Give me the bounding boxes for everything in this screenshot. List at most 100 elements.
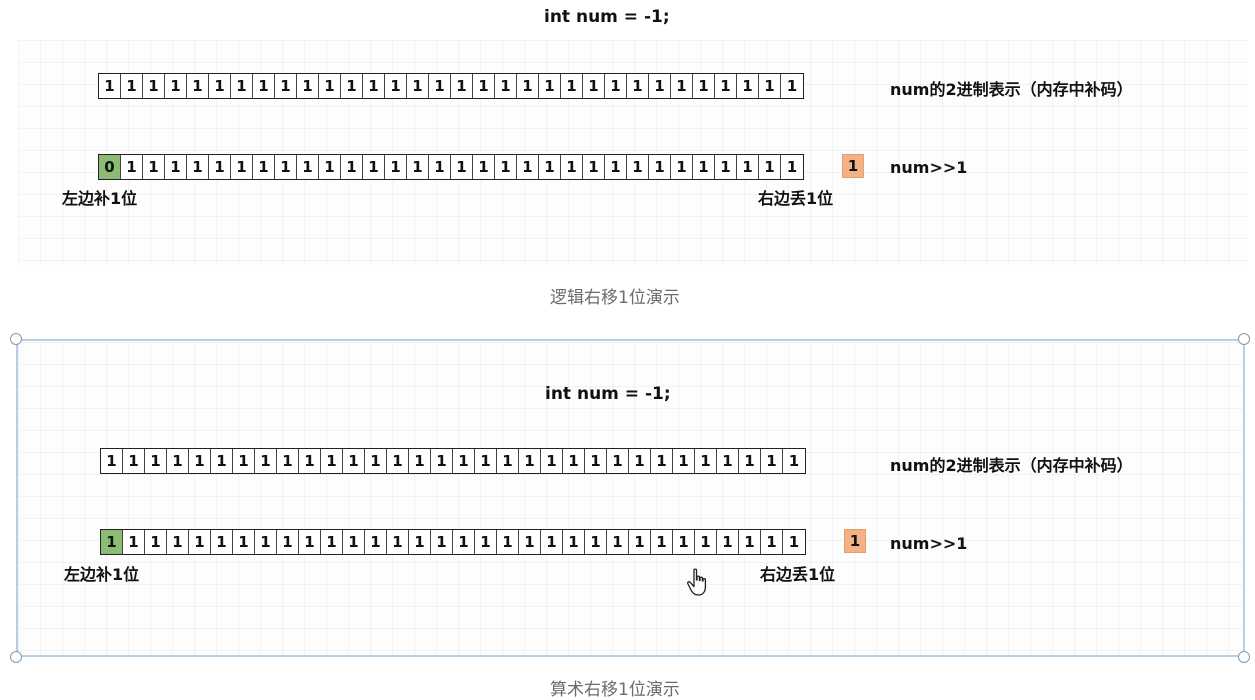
fill-bit-cell: 0	[99, 155, 121, 179]
bit-cell: 1	[231, 155, 253, 179]
bit-cell: 1	[385, 155, 407, 179]
bit-cell: 1	[786, 77, 798, 95]
bit-cell: 1	[429, 74, 451, 98]
bit-cell: 1	[737, 155, 759, 179]
bit-cell: 1	[451, 155, 473, 179]
logical-caption: 逻辑右移1位演示	[550, 288, 680, 308]
bit-cell: 1	[473, 74, 495, 98]
bit-cell: 1	[561, 74, 583, 98]
bit-cell: 1	[629, 530, 651, 554]
bit-cell: 1	[407, 74, 429, 98]
bit-cell: 1	[255, 449, 277, 473]
bit-cell: 1	[409, 530, 431, 554]
bit-cell: 1	[233, 449, 255, 473]
bit-cell: 1	[651, 530, 673, 554]
bit-cell: 1	[649, 74, 671, 98]
bit-cell: 1	[429, 155, 451, 179]
bit-cell: 1	[187, 74, 209, 98]
bit-cell: 1	[585, 530, 607, 554]
logical-right-drop-note: 右边丢1位	[758, 189, 834, 208]
bit-cell: 1	[673, 449, 695, 473]
bit-cell: 1	[431, 530, 453, 554]
bit-cell: 1	[211, 449, 233, 473]
bit-cell: 1	[583, 74, 605, 98]
selection-handle-bottom-right[interactable]	[1238, 651, 1250, 663]
bit-cell: 1	[539, 155, 561, 179]
bit-cell: 1	[693, 155, 715, 179]
bit-cell: 1	[233, 530, 255, 554]
bit-cell: 1	[519, 449, 541, 473]
bit-cell: 1	[451, 74, 473, 98]
bit-cell: 1	[253, 74, 275, 98]
bit-cell: 1	[341, 74, 363, 98]
bit-cell: 1	[517, 74, 539, 98]
bit-cell: 1	[121, 74, 143, 98]
bit-cell: 1	[453, 449, 475, 473]
bit-cell: 1	[788, 452, 800, 470]
bit-cell: 1	[431, 449, 453, 473]
bit-cell: 1	[299, 449, 321, 473]
bit-cell: 1	[737, 74, 759, 98]
bit-cell: 1	[607, 449, 629, 473]
bit-cell: 1	[541, 530, 563, 554]
bit-cell: 1	[299, 530, 321, 554]
bit-cell: 1	[695, 530, 717, 554]
bit-cell: 1	[649, 155, 671, 179]
bit-cell: 1	[365, 530, 387, 554]
selection-handle-top-right[interactable]	[1238, 333, 1250, 345]
bit-cell: 1	[759, 155, 781, 179]
bit-cell: 1	[585, 449, 607, 473]
selection-handle-bottom-left[interactable]	[10, 651, 22, 663]
bit-cell: 1	[165, 74, 187, 98]
bit-cell: 1	[143, 155, 165, 179]
bit-cell: 1	[363, 155, 385, 179]
bit-cell: 1	[143, 74, 165, 98]
bit-cell: 1	[651, 449, 673, 473]
bit-cell: 1	[409, 449, 431, 473]
bit-cell: 1	[231, 74, 253, 98]
bit-cell: 1	[121, 155, 143, 179]
bit-cell: 1	[673, 530, 695, 554]
bit-cell: 1	[189, 530, 211, 554]
bit-cell: 1	[99, 74, 121, 98]
selection-box[interactable]	[16, 339, 1245, 657]
bit-cell: 1	[739, 449, 761, 473]
bit-cell: 1	[343, 530, 365, 554]
bit-cell: 1	[671, 74, 693, 98]
fill-bit-cell: 1	[101, 530, 123, 554]
logical-original-label: num的2进制表示（内存中补码）	[890, 80, 1133, 99]
bit-cell: 1	[607, 530, 629, 554]
logical-shift-label: num>>1	[890, 158, 968, 177]
bit-cell: 1	[695, 449, 717, 473]
bit-cell: 1	[786, 158, 798, 176]
arithmetic-title: int num = -1;	[545, 384, 671, 404]
bit-cell: 1	[605, 155, 627, 179]
bit-cell: 1	[341, 155, 363, 179]
bit-cell: 1	[123, 530, 145, 554]
bit-cell: 1	[739, 530, 761, 554]
bit-cell: 1	[275, 74, 297, 98]
bit-cell: 1	[761, 530, 783, 554]
bit-cell: 1	[475, 449, 497, 473]
bit-cell: 1	[385, 74, 407, 98]
bit-cell: 1	[497, 449, 519, 473]
arithmetic-left-fill-note: 左边补1位	[64, 565, 140, 584]
bit-cell: 1	[717, 530, 739, 554]
bit-cell: 1	[563, 530, 585, 554]
arithmetic-diagram-background	[18, 342, 1244, 656]
bit-cell: 1	[539, 74, 561, 98]
bit-cell: 1	[145, 530, 167, 554]
bit-cell: 1	[495, 74, 517, 98]
logical-title: int num = -1;	[544, 7, 670, 27]
bit-cell: 1	[715, 155, 737, 179]
bit-cell: 1	[319, 155, 341, 179]
selection-handle-top-left[interactable]	[10, 333, 22, 345]
bit-cell: 1	[319, 74, 341, 98]
bit-cell: 1	[453, 530, 475, 554]
bit-cell: 1	[145, 449, 167, 473]
bit-cell: 1	[211, 530, 233, 554]
hand-cursor-icon	[687, 568, 707, 596]
